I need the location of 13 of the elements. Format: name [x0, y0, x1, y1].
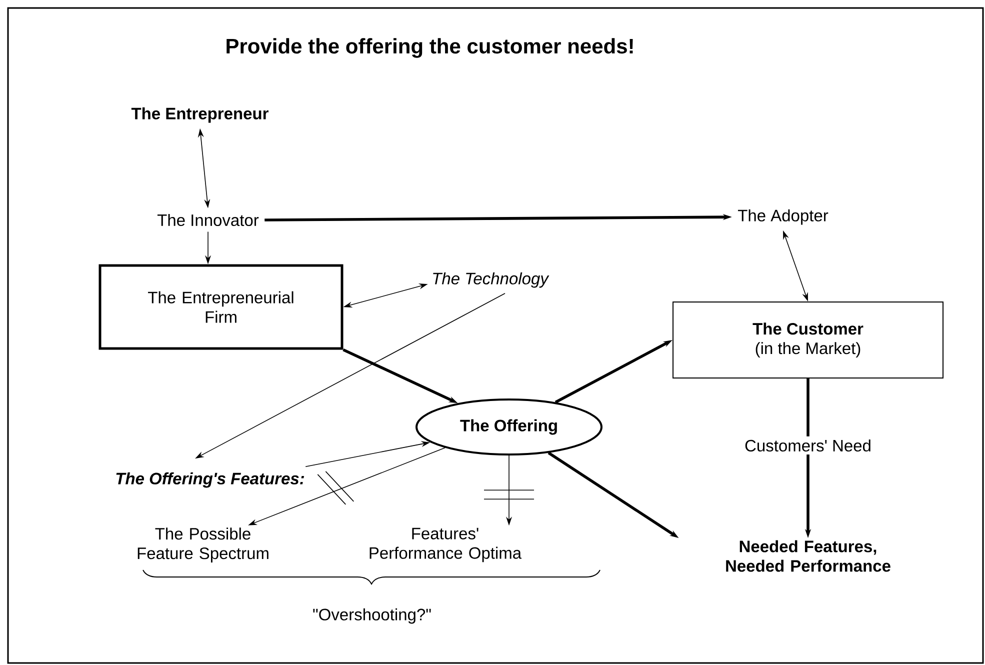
title: Provide the offering the customer needs! — [226, 38, 633, 58]
node-label: The Offering's Features: — [116, 472, 304, 488]
process-box: The Customer (in the Market) — [672, 302, 944, 378]
brace-label: "Overshooting?" — [313, 608, 431, 624]
node-label: The Innovator — [157, 214, 259, 226]
edge-label: Customers' Need — [742, 436, 874, 455]
node-label: Features' Performance Optima — [370, 528, 522, 562]
node-label: The Entrepreneur — [131, 107, 268, 123]
node-label: The Possible Feature Spectrum — [138, 528, 268, 562]
process-box: The Entrepreneurial Firm — [98, 264, 344, 350]
node-label: Needed Features, Needed Performance — [726, 540, 890, 572]
node-label: The Technology — [433, 272, 550, 288]
node-label: The Adopter — [738, 209, 828, 225]
